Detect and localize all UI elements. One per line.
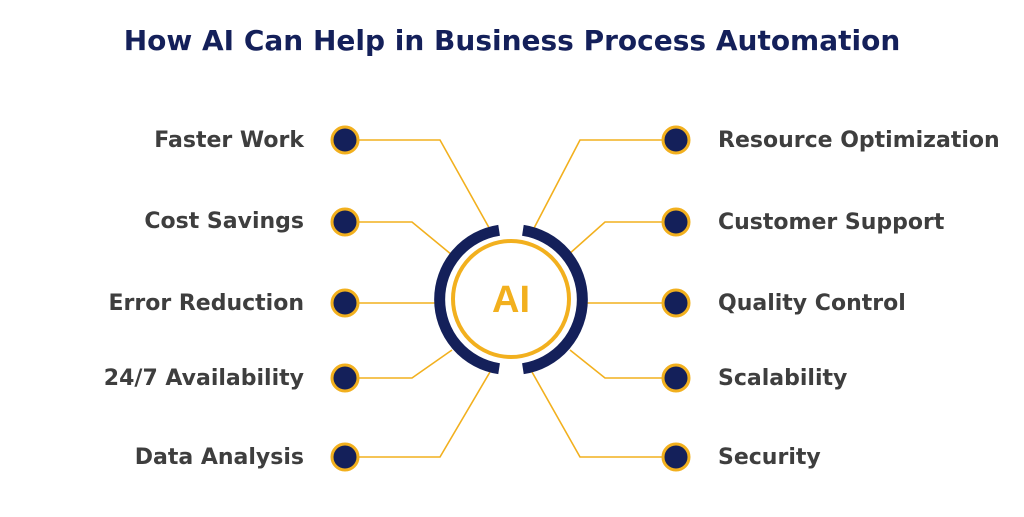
left-dots (330, 125, 360, 472)
connector-scalability (569, 349, 663, 379)
connector-faster-work (358, 139, 493, 234)
dot-icon (330, 288, 360, 318)
label-resource-optimization: Resource Optimization (718, 128, 1000, 153)
label-availability: 24/7 Availability (103, 366, 304, 391)
connector-resource-optimization (531, 139, 663, 233)
label-security: Security (718, 445, 821, 470)
label-data-analysis: Data Analysis (134, 445, 304, 470)
dot-icon (661, 125, 691, 155)
dot-icon (330, 207, 360, 237)
connector-security (531, 371, 663, 458)
connector-customer-support (567, 221, 663, 256)
connector-lines (358, 139, 663, 458)
label-faster-work: Faster Work (154, 128, 304, 153)
connector-availability (358, 349, 453, 379)
dot-icon (330, 442, 360, 472)
dot-icon (661, 288, 691, 318)
label-cost-savings: Cost Savings (144, 209, 304, 234)
dot-icon (661, 207, 691, 237)
label-quality-control: Quality Control (718, 291, 906, 316)
label-scalability: Scalability (718, 366, 848, 391)
label-customer-support: Customer Support (718, 210, 945, 235)
dot-icon (330, 125, 360, 155)
hub-label: AI (492, 279, 530, 321)
hub-inner-disc (451, 239, 571, 359)
page-title: How AI Can Help in Business Process Auto… (123, 24, 901, 57)
right-dots (661, 125, 691, 472)
label-error-reduction: Error Reduction (108, 291, 305, 316)
hub-right-arc (521, 224, 588, 375)
dot-icon (330, 363, 360, 393)
hub-left-arc (434, 224, 501, 375)
dot-icon (661, 442, 691, 472)
ai-hub: AI (434, 224, 588, 375)
connector-data-analysis (358, 371, 491, 458)
dot-icon (661, 363, 691, 393)
connector-cost-savings (358, 221, 453, 256)
